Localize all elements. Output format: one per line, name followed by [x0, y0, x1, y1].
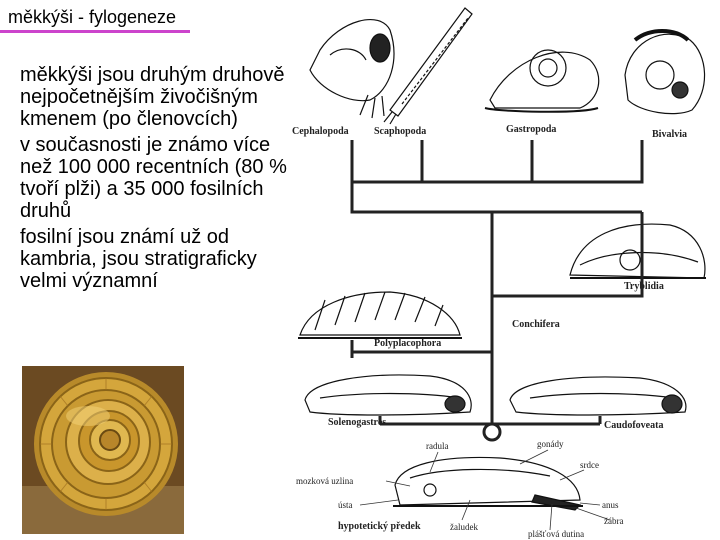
bullet-item: měkkýši jsou druhým druhově nejpočetnějš…: [20, 64, 305, 130]
ancestor-drawing: [393, 457, 583, 510]
bullet-list: měkkýši jsou druhým druhově nejpočetnějš…: [20, 64, 305, 296]
label-zabra: žábra: [604, 516, 623, 526]
label-radula: radula: [426, 441, 449, 451]
label-ancestor: hypotetický předek: [338, 521, 421, 532]
bullet-item: v současnosti je známo více než 100 000 …: [20, 134, 305, 222]
phylogeny-figure: Cephalopoda Scaphopoda Gastropoda Bivalv…: [280, 0, 720, 540]
label-zaludek: žaludek: [450, 522, 478, 532]
gastropoda-drawing: [485, 50, 599, 112]
tryblidia-drawing: [570, 224, 706, 278]
scaphopoda-drawing: [384, 8, 472, 124]
label-caudofoveata: Caudofoveata: [604, 420, 663, 431]
slide-title: měkkýši - fylogeneze: [8, 6, 176, 28]
label-anus: anus: [602, 500, 619, 510]
label-gonady: gonády: [537, 439, 564, 449]
label-plastova-dutina: plášťová dutina: [528, 529, 584, 539]
label-solenogastres: Solenogastres: [328, 417, 386, 428]
solenogastres-drawing: [305, 375, 471, 415]
label-usta: ústa: [338, 500, 353, 510]
label-cephalopoda: Cephalopoda: [292, 126, 349, 137]
label-polyplacophora: Polyplacophora: [374, 338, 441, 349]
bivalvia-drawing: [625, 31, 705, 114]
label-tryblidia: Tryblidia: [624, 281, 664, 292]
label-mozkova-uzlina: mozková uzlina: [296, 476, 353, 486]
label-srdce: srdce: [580, 460, 599, 470]
ammonite-fossil-image: [22, 366, 184, 534]
label-conchifera: Conchifera: [512, 319, 560, 330]
label-scaphopoda: Scaphopoda: [374, 126, 426, 137]
label-gastropoda: Gastropoda: [506, 124, 556, 135]
bullet-item: fosilní jsou známí už od kambria, jsou s…: [20, 226, 305, 292]
caudofoveata-drawing: [510, 377, 686, 415]
polyplacophora-drawing: [298, 292, 462, 338]
root-node: [484, 424, 500, 440]
label-bivalvia: Bivalvia: [652, 129, 687, 140]
cephalopoda-drawing: [310, 20, 394, 118]
title-underline: [0, 30, 190, 33]
